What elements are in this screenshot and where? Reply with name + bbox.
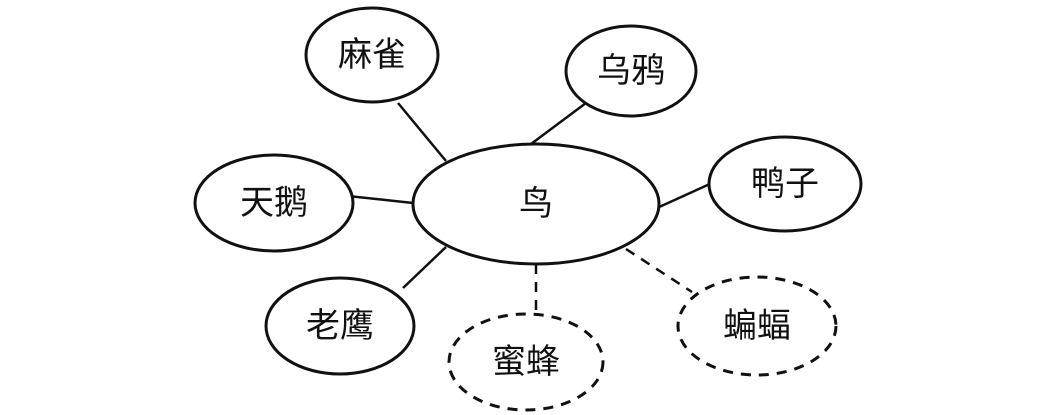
node-maque: 麻雀: [304, 6, 440, 104]
edge-maque: [397, 102, 447, 162]
edge-yazi: [656, 181, 713, 210]
node-bianfu: 蝙蝠: [676, 275, 838, 377]
edge-laoying: [402, 246, 447, 289]
node-center-label: 鸟: [519, 184, 553, 224]
node-bianfu-label: 蝙蝠: [723, 306, 791, 346]
node-yazi-label: 鸭子: [751, 164, 819, 204]
node-yazi: 鸭子: [707, 135, 863, 233]
node-laoying-label: 老鹰: [306, 306, 374, 346]
node-wuya-label: 乌鸦: [597, 51, 665, 91]
node-tiane-label: 天鹅: [240, 183, 308, 223]
node-laoying: 老鹰: [264, 276, 416, 376]
node-center: 鸟: [411, 142, 661, 266]
edge-bianfu: [625, 247, 693, 294]
node-tiane: 天鹅: [193, 153, 355, 253]
edge-wuya: [530, 98, 591, 146]
node-wuya: 乌鸦: [564, 24, 698, 118]
node-mifeng-label: 蜜蜂: [492, 342, 560, 382]
node-maque-label: 麻雀: [338, 35, 406, 75]
node-mifeng: 蜜蜂: [447, 312, 605, 412]
edge-tiane: [347, 194, 414, 205]
